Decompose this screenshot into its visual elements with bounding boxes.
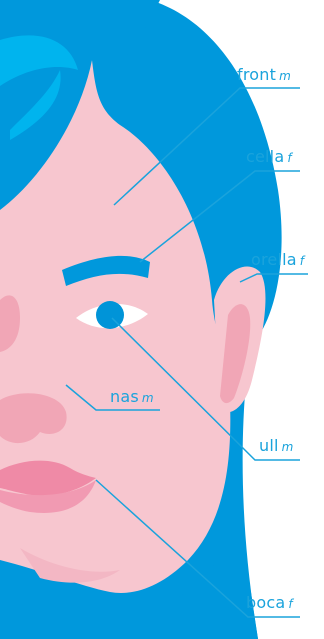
- label-front-gender: m: [279, 69, 291, 83]
- label-orella-gender: f: [300, 254, 304, 268]
- label-orella-term: orella: [251, 250, 297, 269]
- label-ull-gender: m: [282, 440, 294, 454]
- label-cella-gender: f: [287, 151, 291, 165]
- label-front-term: front: [237, 65, 276, 84]
- label-boca-gender: f: [288, 597, 292, 611]
- label-cella-term: cella: [246, 147, 284, 166]
- label-boca-term: boca: [246, 593, 285, 612]
- label-nas-term: nas: [110, 387, 139, 406]
- label-nas-gender: m: [142, 391, 154, 405]
- label-ull-term: ull: [259, 436, 279, 455]
